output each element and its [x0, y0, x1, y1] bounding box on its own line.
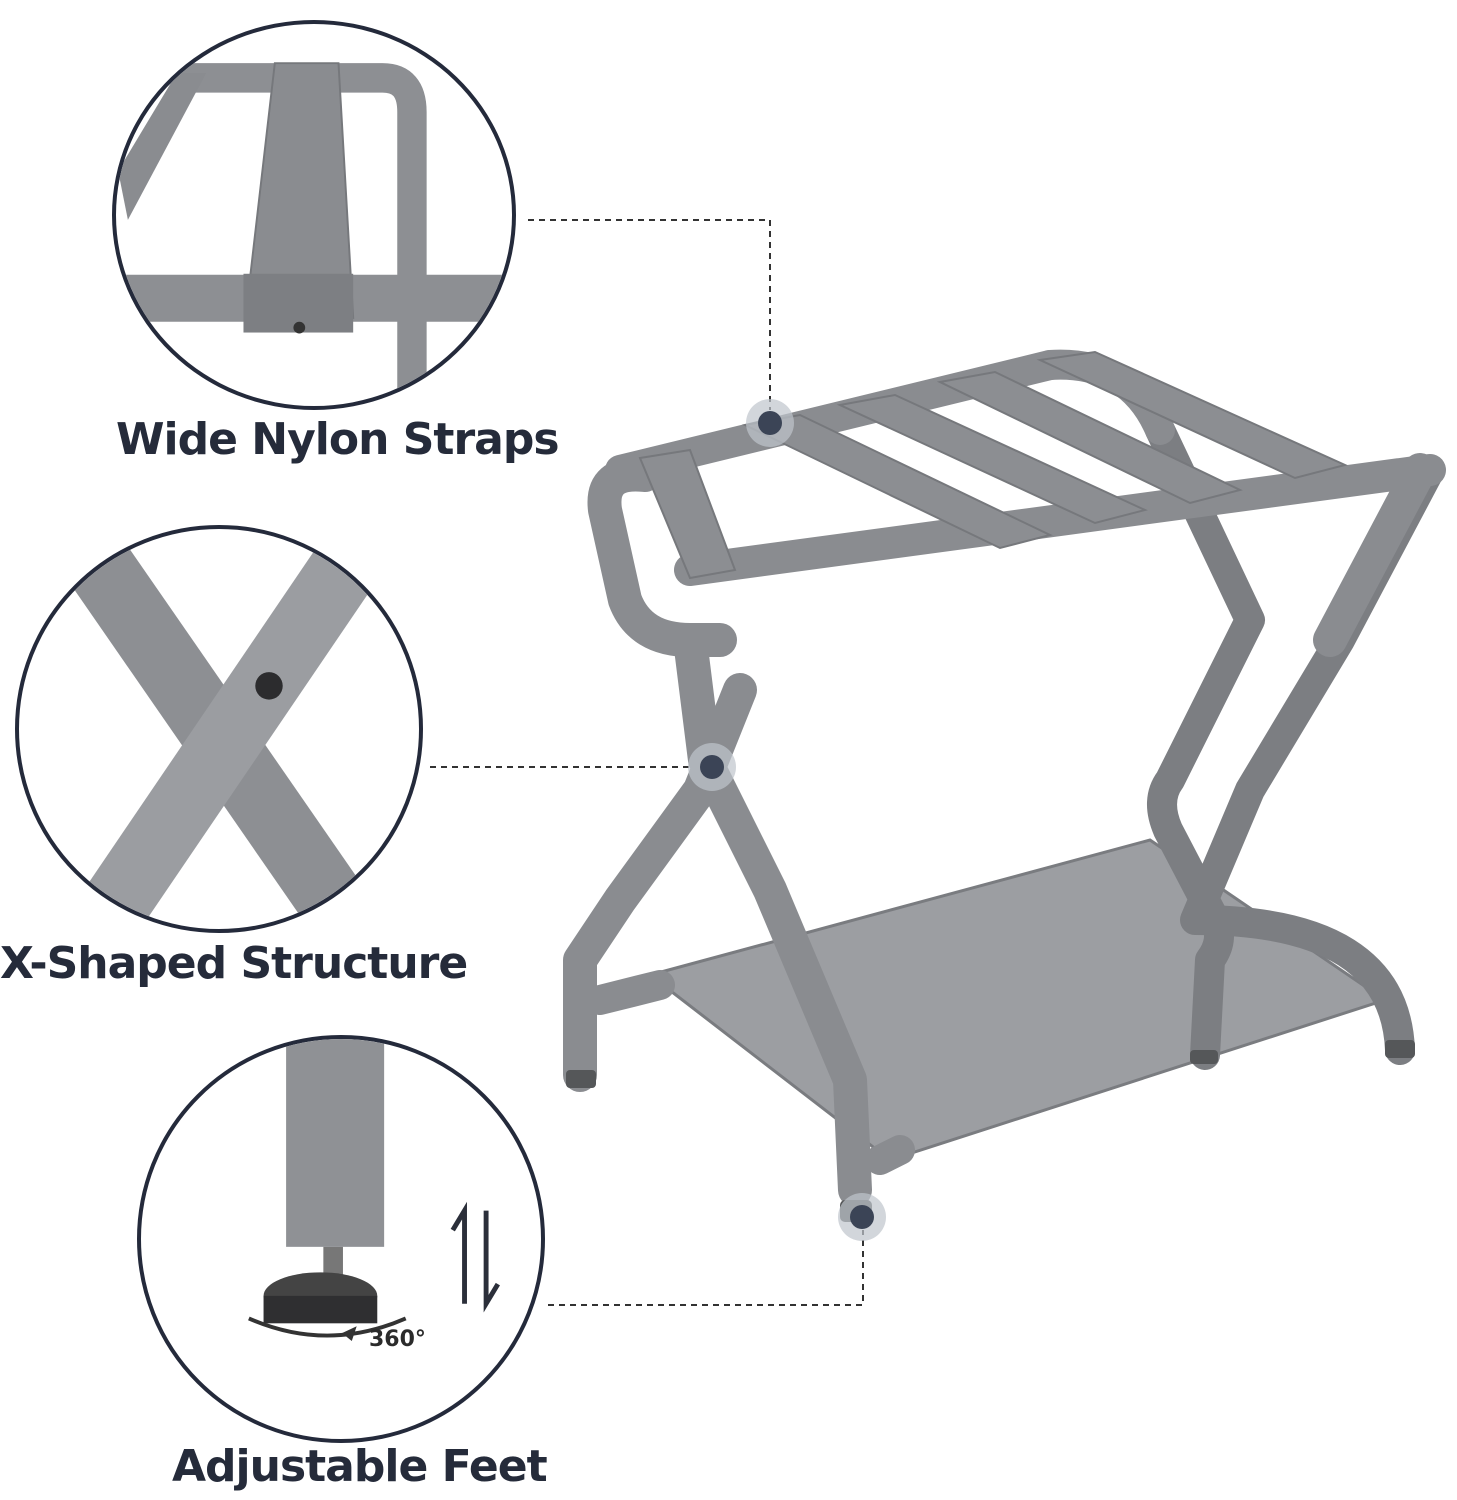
back-leg-frame — [1145, 415, 1265, 1070]
front-right-frame — [1313, 453, 1437, 657]
foot-back-left — [1190, 1050, 1218, 1064]
connector-feet — [548, 1230, 864, 1306]
up-down-arrows-icon — [450, 1201, 500, 1313]
foot-front-left — [566, 1070, 596, 1088]
straps — [638, 350, 1348, 580]
feet-closeup-circle: 360° — [137, 1035, 545, 1443]
strap-5 — [1036, 350, 1348, 480]
label-feet: Adjustable Feet — [172, 1441, 548, 1492]
top-rail-right — [674, 454, 1446, 586]
connector-lines — [430, 219, 864, 1306]
x-joint-closeup-icon — [59, 529, 386, 929]
strap-closeup-icon — [118, 62, 510, 406]
connector-straps — [528, 219, 771, 410]
bottom-rod-front — [585, 970, 675, 1015]
structure-closeup-circle — [15, 525, 423, 933]
strap-1 — [638, 448, 737, 580]
front-x-bar-a — [673, 623, 872, 1207]
bottom-rod-back — [865, 1135, 915, 1175]
rotation-text: 360° — [369, 1327, 426, 1352]
label-structure: X-Shaped Structure — [0, 938, 468, 989]
label-straps: Wide Nylon Straps — [116, 414, 560, 465]
straps-closeup-circle — [112, 20, 516, 410]
strap-3 — [836, 393, 1148, 525]
adjustable-foot-closeup-icon — [248, 1039, 500, 1341]
markers — [688, 399, 886, 1241]
back-right-leg — [1180, 455, 1445, 1065]
foot-back-right — [1385, 1040, 1415, 1058]
strap-4 — [936, 370, 1243, 505]
